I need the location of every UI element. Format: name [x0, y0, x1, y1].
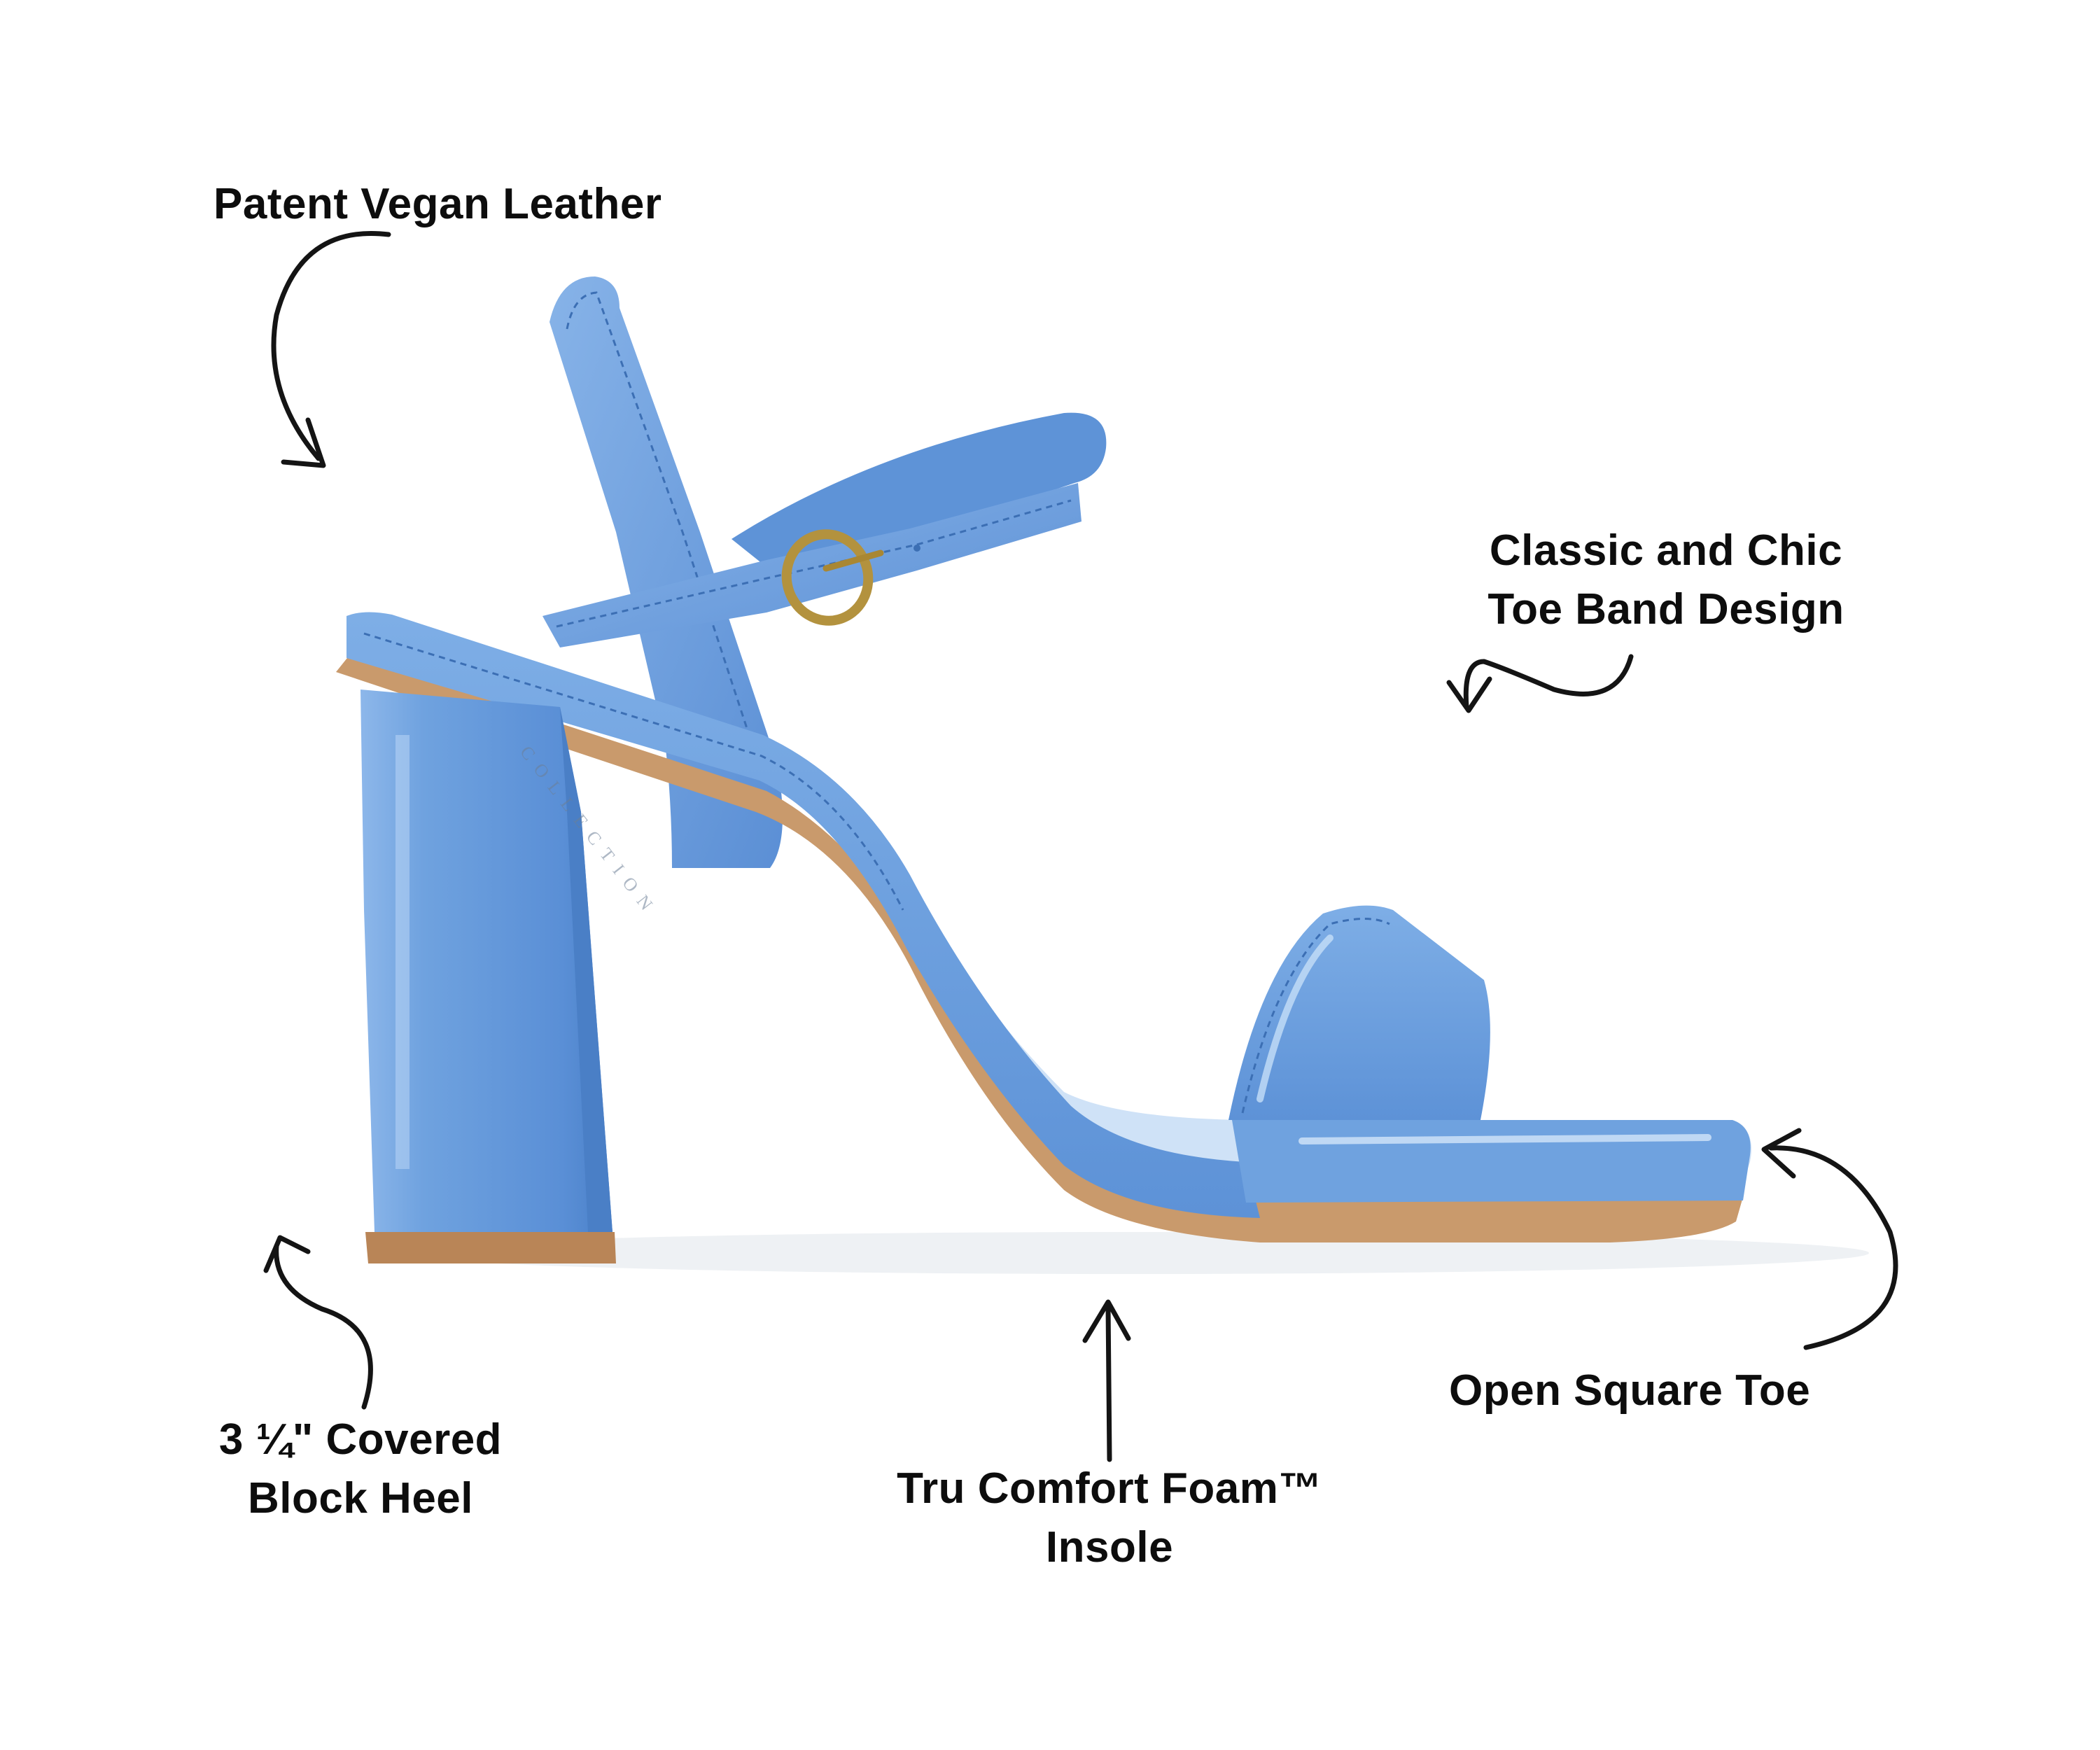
toe-band-stitch [1241, 918, 1390, 1114]
arrow-insole [1105, 1303, 1112, 1462]
heel-strap [550, 276, 783, 868]
arrow-insole-head [1082, 1299, 1131, 1343]
sole-rim [346, 612, 1260, 1218]
heel-cap [365, 1232, 616, 1264]
label-open-toe-text: Open Square Toe [1449, 1366, 1811, 1415]
label-insole-line1: Tru Comfort Foam™ [897, 1464, 1322, 1513]
label-toe-band-line1: Classic and Chic [1489, 526, 1843, 575]
label-patent-text: Patent Vegan Leather [214, 180, 662, 228]
arrow-toe-band-head [1446, 676, 1492, 713]
label-heel-line2: Block Heel [247, 1474, 474, 1522]
label-insole: Tru Comfort Foam™ Insole [854, 1460, 1365, 1577]
buckle-bar [822, 550, 884, 572]
label-open-square-toe: Open Square Toe [1449, 1362, 1810, 1420]
arrow-open-toe-head [1761, 1128, 1802, 1179]
arrow-heel-head [263, 1235, 311, 1273]
arrow-patent-head [281, 417, 326, 468]
toe-front-highlight [1298, 1134, 1712, 1144]
label-block-heel: 3 ¼" Covered Block Heel [175, 1410, 546, 1528]
toe-band [1228, 905, 1490, 1120]
heel-strap-stitch [566, 291, 757, 757]
label-heel-line1: 3 ¼" Covered [218, 1415, 503, 1464]
label-toe-band-design: Classic and Chic Toe Band Design [1456, 522, 1876, 639]
arrow-toe-band [1463, 654, 1634, 710]
buckle [781, 529, 874, 626]
heel-highlight [396, 735, 410, 1169]
label-toe-band-line2: Toe Band Design [1488, 585, 1844, 634]
arrow-heel [274, 1243, 373, 1410]
label-patent-vegan-leather: Patent Vegan Leather [214, 175, 662, 234]
heel-face-shade [560, 707, 612, 1232]
ankle-strap [542, 483, 1082, 648]
sole-rim-stitch [363, 632, 904, 911]
strap-hole [913, 545, 920, 552]
toe-band-highlight [1256, 934, 1334, 1102]
arrow-open-toe [1768, 1145, 1898, 1350]
label-insole-line2: Insole [1045, 1523, 1174, 1572]
arrow-patent [271, 231, 391, 461]
block-heel [360, 690, 612, 1232]
